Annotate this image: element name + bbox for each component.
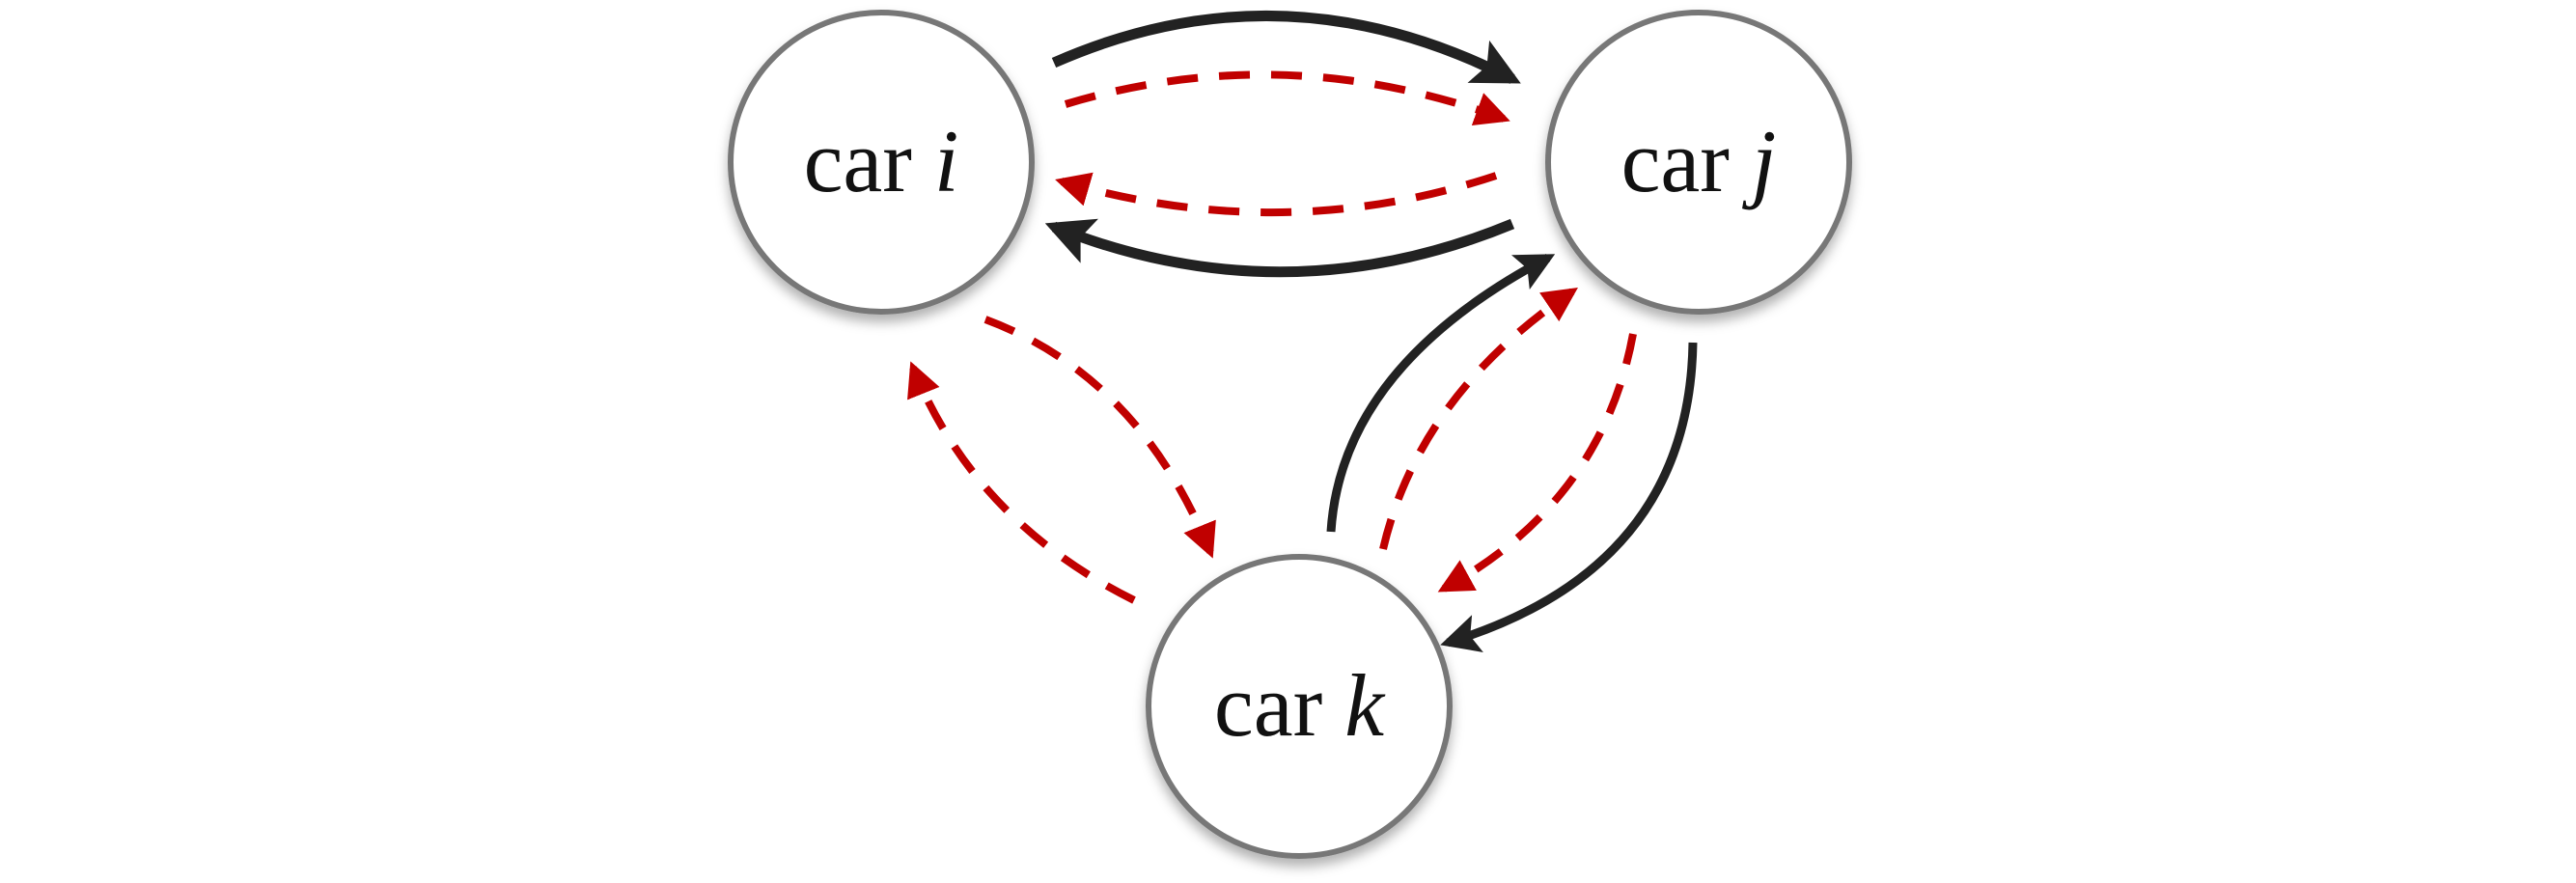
node-car-j: car j <box>1545 10 1852 315</box>
node-label-prefix: car <box>1621 112 1730 210</box>
arrow-solid-k-to-j <box>1326 254 1556 533</box>
arrow-solid-j-to-k <box>1440 342 1698 652</box>
arrow-dashed-i-to-k <box>983 316 1216 559</box>
arrow-solid-i-to-j <box>1051 10 1521 84</box>
arrow-dashed-j-to-k <box>1437 333 1637 593</box>
node-car-i: car i <box>728 10 1035 315</box>
arrow-dashed-j-to-i <box>1055 172 1498 216</box>
node-label-prefix: car <box>1214 656 1322 755</box>
node-label-prefix: car <box>804 112 912 210</box>
node-car-k: car k <box>1146 554 1453 859</box>
svg-text:car j: car j <box>1621 112 1777 210</box>
svg-text:car i: car i <box>804 112 959 210</box>
svg-text:car k: car k <box>1214 656 1386 755</box>
arrow-dashed-i-to-j <box>1064 70 1510 126</box>
arrow-dashed-k-to-i <box>907 361 1136 604</box>
node-label-var: k <box>1344 656 1386 755</box>
arrow-dashed-k-to-j <box>1379 287 1578 550</box>
node-label-var: i <box>934 112 959 210</box>
arrow-solid-j-to-i <box>1044 218 1515 278</box>
